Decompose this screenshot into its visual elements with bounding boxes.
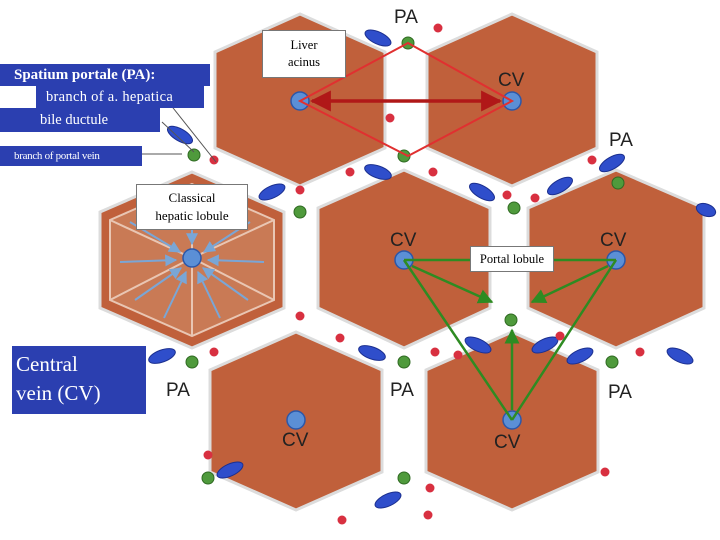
portal-vein-branch [469, 182, 495, 202]
pa-mark-right: PA [609, 130, 633, 151]
pa-mark-bottom-right: PA [608, 382, 632, 403]
portal-vein-branch [666, 347, 694, 365]
hepatic-artery-branch [385, 113, 395, 123]
portal-vein-branch [216, 461, 244, 479]
hepatic-artery-branch [203, 450, 213, 460]
portal-vein-branch [566, 347, 594, 365]
hepatic-artery-branch [453, 350, 463, 360]
hepatic-artery-branch [345, 167, 355, 177]
portal-vein-branch [464, 336, 492, 354]
hepatic-artery-branch [433, 23, 443, 33]
bile-ductule [397, 355, 411, 369]
liver-acinus-label: Liver acinus [262, 30, 346, 78]
branch-hepatica-label: branch of a. hepatica [36, 86, 204, 108]
branch-portal-vein-label: branch of portal vein [0, 146, 142, 166]
cv-mark-middle-right: CV [600, 230, 627, 251]
cv-mark-middle: CV [390, 230, 417, 251]
bile-ductule [507, 201, 521, 215]
portal-lobule-label: Portal lobule [470, 246, 554, 272]
hepatic-artery-branch [587, 155, 597, 165]
cv-mark-bottom-right: CV [494, 432, 521, 453]
cv-mark-top-right: CV [498, 70, 525, 91]
classical-lobule-label: Classical hepatic lobule [136, 184, 248, 230]
spatium-portale-label: Spatium portale (PA): [0, 64, 210, 86]
portal-vein-branch [364, 29, 392, 47]
bile-ductule [293, 205, 307, 219]
bile-ductule [611, 176, 625, 190]
cv-mark-bottom-left: CV [282, 430, 309, 451]
portal-vein-branch [167, 125, 193, 145]
portal-vein-branch [599, 153, 625, 173]
portal-triads [148, 23, 717, 525]
portal-vein-branch [547, 176, 573, 196]
pa-mark-bottom-left: PA [166, 380, 190, 401]
hepatic-artery-branch [635, 347, 645, 357]
portal-vein-branch [258, 183, 286, 201]
hepatic-artery-branch [430, 347, 440, 357]
hepatic-artery-branch [428, 167, 438, 177]
liver-acinus-outline [297, 41, 515, 158]
central-vein-bottom-left [286, 410, 306, 430]
bile-ductule [201, 471, 215, 485]
lobule-marks: CV CV CV CV CV PA PA PA PA PA [166, 7, 633, 453]
hepatic-artery-branch [600, 467, 610, 477]
bile-ductule [185, 355, 199, 369]
hepatic-artery-branch [502, 190, 512, 200]
hepatic-artery-branch [295, 311, 305, 321]
portal-vein-branch [148, 348, 176, 364]
hepatic-artery-branch [337, 515, 347, 525]
portal-vein-branch [364, 164, 392, 180]
hepatic-artery-branch [425, 483, 435, 493]
portal-vein-branch [358, 345, 386, 361]
portal-vein-branch [695, 202, 717, 218]
hepatic-artery-branch [295, 185, 305, 195]
central-vein-classical [182, 248, 202, 268]
hepatic-artery-branch [530, 193, 540, 203]
hepatic-artery-branch [209, 347, 219, 357]
bile-ductule [605, 355, 619, 369]
pa-mark-top: PA [394, 7, 418, 28]
hepatic-artery-branch [555, 331, 565, 341]
bile-ductule-label: bile ductule [0, 108, 160, 132]
central-vein-label: Central vein (CV) [12, 346, 146, 414]
portal-vein-branch [374, 491, 402, 509]
hepatic-artery-branch [335, 333, 345, 343]
pa-mark-bottom-middle: PA [390, 380, 414, 401]
bile-ductule [397, 471, 411, 485]
hepatic-artery-branch [423, 510, 433, 520]
bile-ductule [187, 148, 201, 162]
bile-ductule [504, 313, 518, 327]
